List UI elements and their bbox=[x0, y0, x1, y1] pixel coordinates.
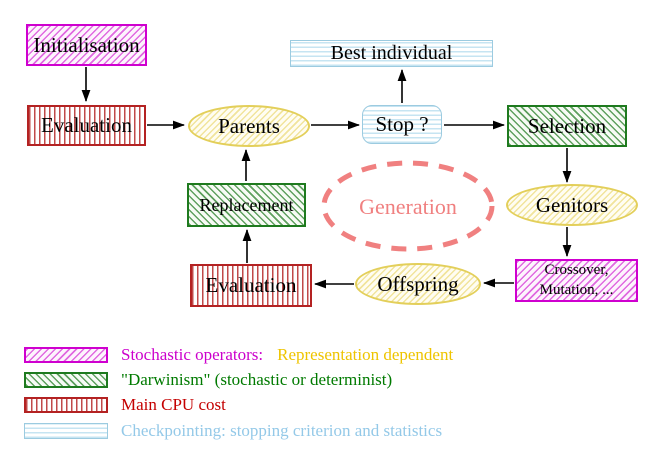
node-selection: Selection bbox=[507, 105, 627, 147]
legend-swatch-cyan-horizontal bbox=[24, 423, 108, 439]
legend-row-darwinism: "Darwinism" (stochastic or determinist) bbox=[24, 369, 392, 391]
legend-swatch-magenta-diagonal bbox=[24, 347, 108, 363]
generation-label: Generation bbox=[359, 194, 457, 219]
node-evaluation-top: Evaluation bbox=[27, 105, 146, 146]
legend-text-representation-dependent: Representation dependent bbox=[277, 345, 454, 364]
node-initialisation: Initialisation bbox=[26, 24, 147, 66]
legend-row-stochastic-operators: Stochastic operators: Representation dep… bbox=[24, 344, 453, 366]
crossover-line1: Crossover, bbox=[544, 262, 609, 278]
generation-dashed-ellipse bbox=[321, 160, 495, 252]
legend-text-stochastic-operators: Stochastic operators: bbox=[121, 345, 264, 364]
legend-text-checkpointing: Checkpointing: stopping criterion and st… bbox=[121, 421, 443, 440]
crossover-line2: Mutation, ... bbox=[539, 281, 614, 298]
legend-row-main-cpu-cost: Main CPU cost bbox=[24, 394, 226, 416]
node-stop-question: Stop ? bbox=[362, 105, 442, 144]
node-parents: Parents bbox=[188, 105, 310, 147]
node-offspring: Offspring bbox=[355, 263, 481, 305]
node-replacement: Replacement bbox=[187, 183, 306, 227]
node-best-individual: Best individual bbox=[290, 40, 493, 67]
legend-text-darwinism: "Darwinism" (stochastic or determinist) bbox=[121, 370, 393, 389]
legend-text-main-cpu-cost: Main CPU cost bbox=[121, 395, 226, 414]
node-crossover-mutation: Crossover, Mutation, ... bbox=[515, 259, 638, 302]
legend-row-checkpointing: Checkpointing: stopping criterion and st… bbox=[24, 420, 442, 442]
legend-swatch-red-vertical bbox=[24, 397, 108, 413]
node-genitors: Genitors bbox=[506, 184, 638, 226]
node-evaluation-bottom: Evaluation bbox=[190, 264, 312, 307]
legend-swatch-green-diagonal bbox=[24, 372, 108, 388]
